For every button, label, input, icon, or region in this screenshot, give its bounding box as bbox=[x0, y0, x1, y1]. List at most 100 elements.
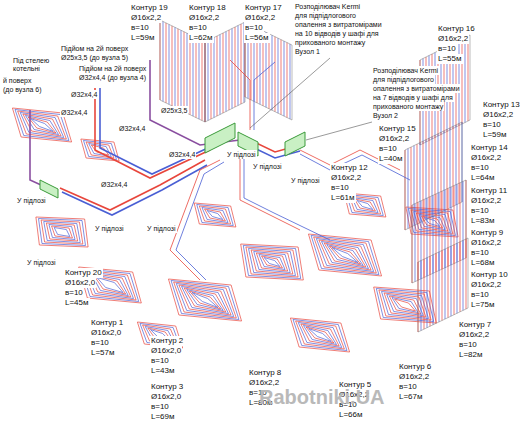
circuit-label: Контур 1 bbox=[90, 318, 124, 328]
wall-loop bbox=[287, 43, 288, 118]
wall-loop bbox=[196, 38, 197, 118]
floor-loop bbox=[20, 113, 64, 138]
circuit-label: в=10 bbox=[90, 338, 110, 348]
circuit-label: L=59м bbox=[482, 130, 508, 140]
floor-note: У підлозі bbox=[146, 224, 177, 233]
circuit-label: Ø16x2,0 bbox=[90, 328, 122, 338]
wall-loop bbox=[429, 138, 430, 218]
wall-loop bbox=[175, 27, 176, 107]
floor-loop bbox=[194, 203, 236, 227]
leader-line bbox=[306, 122, 372, 140]
floor-loop bbox=[171, 281, 239, 320]
floor-loop bbox=[424, 218, 440, 227]
circuit-label: Контур 7 bbox=[458, 320, 492, 330]
wall-loop bbox=[166, 23, 167, 103]
circuit-label: L=56м bbox=[244, 33, 270, 43]
watermark: Rabotniki.UA bbox=[258, 386, 386, 408]
circuit-label: L=75м bbox=[470, 300, 496, 310]
floor-loop bbox=[324, 243, 366, 267]
floor-loop bbox=[314, 237, 377, 273]
circuit-label: в=10 bbox=[188, 23, 208, 33]
floor-loop bbox=[28, 117, 56, 133]
circuit-label: L=69м bbox=[150, 412, 176, 422]
pipe-size: Ø32x4,4 bbox=[70, 90, 98, 99]
floor-loop bbox=[187, 290, 224, 311]
wall-loop bbox=[172, 26, 173, 106]
pipe-size: Ø32x4,4 bbox=[118, 124, 146, 133]
wall-loop bbox=[459, 123, 460, 203]
wall-loop bbox=[229, 30, 230, 110]
floor-loop bbox=[202, 208, 228, 223]
circuit-label: Контур 16 bbox=[437, 24, 476, 34]
manifold-note: для підпідлогового bbox=[294, 11, 357, 20]
pipe-size: Ø32x4,4 bbox=[168, 150, 196, 159]
floor-note: У підлозі bbox=[290, 176, 321, 185]
wall-loop bbox=[441, 132, 442, 212]
wall-outline bbox=[245, 22, 292, 120]
wall-loop bbox=[241, 24, 242, 104]
floor-loop bbox=[379, 290, 431, 320]
floor-loop bbox=[241, 244, 304, 280]
manifold-box bbox=[285, 132, 305, 156]
riser-note: Ø32x4,4 (до вузла 4) bbox=[78, 73, 147, 82]
pipe-note: (до вузла 6) bbox=[2, 85, 43, 94]
floor-loop bbox=[179, 285, 231, 315]
floor-loop bbox=[174, 282, 237, 318]
wall-loop bbox=[447, 129, 448, 209]
wall-loop bbox=[214, 38, 215, 118]
circuit-label: Ø16x2,2 bbox=[437, 34, 469, 44]
manifold-note: прихованого монтажу bbox=[372, 102, 444, 111]
circuit-label: L=57м bbox=[90, 348, 116, 358]
circuit-label: в=10 bbox=[150, 356, 170, 366]
floor-loop bbox=[316, 239, 373, 272]
manifold-note: Вузол 1 bbox=[294, 47, 321, 56]
circuit-label: L=40м bbox=[378, 154, 404, 164]
floor-note: У підлозі bbox=[226, 150, 257, 159]
wall-loop bbox=[438, 134, 439, 214]
circuit-label: в=10 bbox=[470, 163, 490, 173]
circuit-label: Ø16x2,2 bbox=[188, 13, 220, 23]
floor-loop bbox=[293, 320, 347, 351]
floor-loop bbox=[322, 242, 369, 269]
floor-loop bbox=[205, 209, 226, 221]
wall-loop bbox=[217, 36, 218, 116]
floor-loop bbox=[94, 276, 125, 294]
wall-loop bbox=[163, 21, 164, 101]
wall-loop bbox=[457, 243, 458, 313]
circuit-label: в=10 bbox=[482, 120, 502, 130]
wall-loop bbox=[439, 252, 440, 322]
floor-loop bbox=[39, 219, 86, 246]
supply-pipe bbox=[95, 88, 210, 178]
wall-loop bbox=[450, 128, 451, 208]
wall-loop bbox=[202, 41, 203, 121]
floor-loop bbox=[189, 291, 220, 309]
circuit-label: Ø16x2,0 bbox=[64, 278, 96, 288]
circuit-label: L=59м bbox=[130, 33, 156, 43]
floor-loop bbox=[182, 287, 229, 314]
floor-loop bbox=[246, 247, 298, 277]
floor-loop bbox=[44, 222, 81, 243]
circuit-label: Контур 19 bbox=[130, 3, 169, 13]
floor-loop bbox=[192, 293, 218, 308]
wall-loop bbox=[178, 29, 179, 109]
floor-note: У підлозі bbox=[252, 162, 283, 171]
circuit-label: Контур 11 bbox=[470, 186, 508, 196]
circuit-label: L=68м bbox=[470, 258, 496, 268]
floor-loop bbox=[327, 245, 364, 266]
circuit-label: Ø16x2,2 bbox=[458, 330, 490, 340]
wall-loop bbox=[278, 38, 279, 113]
floor-loop bbox=[207, 211, 223, 220]
wall-loop bbox=[290, 44, 291, 119]
floor-loop bbox=[357, 201, 373, 210]
circuit-label: Контур 3 bbox=[150, 382, 184, 392]
wall-loop bbox=[238, 26, 239, 106]
floor-loop bbox=[251, 250, 293, 274]
leader-line bbox=[250, 58, 330, 128]
wall-loop bbox=[420, 143, 421, 223]
manifold-note: прихованого монтажу bbox=[294, 38, 366, 47]
floor-loop bbox=[392, 298, 418, 313]
wall-loop bbox=[187, 33, 188, 113]
wall-loop bbox=[281, 40, 282, 115]
wall-loop bbox=[181, 30, 182, 110]
wall-loop bbox=[444, 131, 445, 211]
